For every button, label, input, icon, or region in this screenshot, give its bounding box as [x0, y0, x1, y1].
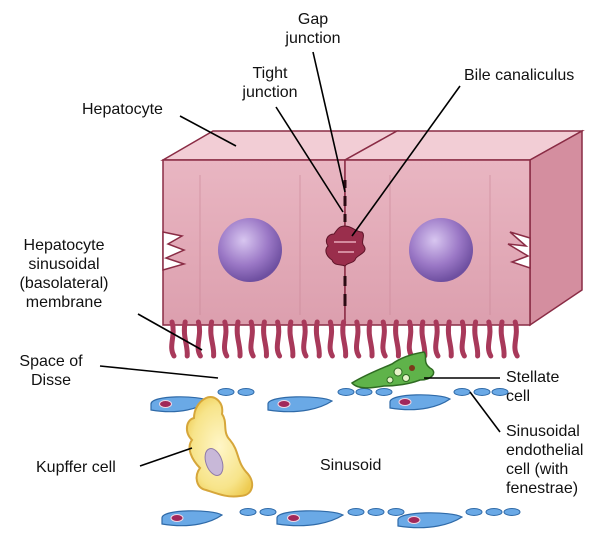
space-of-disse-label-line: Disse: [8, 371, 94, 390]
fenestra-segment: [466, 509, 482, 516]
space-of-disse-label: Space of Disse: [8, 352, 94, 390]
microvillus: [172, 322, 174, 356]
endothelial-cell: [162, 511, 222, 526]
tight-junction-label-line: Tight: [230, 64, 310, 83]
basolateral-membrane-label: Hepatocyte sinusoidal (basolateral) memb…: [4, 236, 124, 312]
fenestra-segment: [486, 509, 502, 516]
stellate-cell-label-line: Stellate: [506, 368, 559, 387]
bile-canaliculus-label: Bile canaliculus: [464, 66, 574, 85]
sinusoidal-endothelial-cell-label-line: cell (with: [506, 460, 583, 479]
endothelial-cell: [390, 395, 450, 410]
microvillus: [475, 322, 478, 356]
microvillus: [369, 322, 372, 356]
microvillus: [409, 322, 411, 356]
fenestra-segment: [504, 509, 520, 516]
kupffer-cell-label: Kupffer cell: [36, 458, 116, 477]
fenestra-segment: [474, 389, 490, 396]
basolateral-membrane-label-line: Hepatocyte: [4, 236, 124, 255]
microvillus: [383, 322, 385, 356]
fenestra-segment: [348, 509, 364, 516]
stellate-cell-label: Stellate cell: [506, 368, 559, 406]
sinusoidal-endothelial-cell-label-line: fenestrae): [506, 479, 583, 498]
microvillus: [501, 322, 504, 356]
fenestra-segment: [260, 509, 276, 516]
microvillus: [448, 322, 451, 356]
hepatocyte-label: Hepatocyte: [82, 100, 163, 119]
microvillus: [436, 322, 438, 356]
microvillus: [316, 322, 319, 356]
microvillus: [264, 322, 267, 356]
gap-junction-label-line: junction: [282, 29, 344, 48]
stellate-cell-label-line: cell: [506, 387, 559, 406]
microvillus: [224, 322, 226, 356]
gap-junction-label: Gap junction: [282, 10, 344, 48]
gap-junction-label-line: Gap: [282, 10, 344, 29]
right-hepatocyte-side: [530, 131, 582, 325]
fenestra-segment: [454, 389, 470, 396]
microvillus: [277, 322, 279, 356]
microvillus: [356, 322, 358, 356]
left-hepatocyte-nucleus: [218, 218, 282, 282]
microvillus: [396, 322, 399, 356]
microvillus: [462, 322, 464, 356]
fenestra-segment: [338, 389, 354, 396]
microvillus: [343, 322, 346, 356]
fenestra-segment: [238, 389, 254, 396]
microvillus: [184, 322, 187, 356]
sinusoid-label: Sinusoid: [320, 456, 381, 475]
basolateral-microvilli: [172, 322, 518, 356]
endothelial-cell: [398, 513, 462, 528]
basolateral-membrane-label-line: sinusoidal: [4, 255, 124, 274]
microvillus: [198, 322, 200, 356]
fenestra-segment: [388, 509, 404, 516]
microvillus: [515, 322, 517, 356]
fenestra-segment: [356, 389, 372, 396]
microvillus: [237, 322, 240, 356]
fenestra-segment: [368, 509, 384, 516]
endothelial-cell: [268, 397, 332, 412]
endothelial-cell: [277, 511, 343, 526]
space-of-disse-label-line: Space of: [8, 352, 94, 371]
sinusoidal-endothelial-cell-label-line: endothelial: [506, 441, 583, 460]
sinusoidal-endothelial-cell-label: Sinusoidal endothelial cell (with fenest…: [506, 422, 583, 498]
right-hepatocyte-nucleus: [409, 218, 473, 282]
microvillus: [304, 322, 306, 356]
fenestra-segment: [240, 509, 256, 516]
fenestra-segment: [376, 389, 392, 396]
microvillus: [251, 322, 253, 356]
hepatocyte-blocks: [163, 131, 582, 325]
microvillus: [290, 322, 293, 356]
tight-junction-label-line: junction: [230, 83, 310, 102]
microvillus: [422, 322, 425, 356]
fenestra-segment: [218, 389, 234, 396]
microvillus: [211, 322, 214, 356]
basolateral-membrane-label-line: membrane: [4, 293, 124, 312]
sinusoidal-endothelial-cell-label-line: Sinusoidal: [506, 422, 583, 441]
basolateral-membrane-label-line: (basolateral): [4, 274, 124, 293]
stellate-cell-shape: [352, 352, 434, 388]
microvillus: [488, 322, 490, 356]
kupffer-cell-shape: [187, 397, 252, 497]
tight-junction-label: Tight junction: [230, 64, 310, 102]
microvillus: [330, 322, 332, 356]
